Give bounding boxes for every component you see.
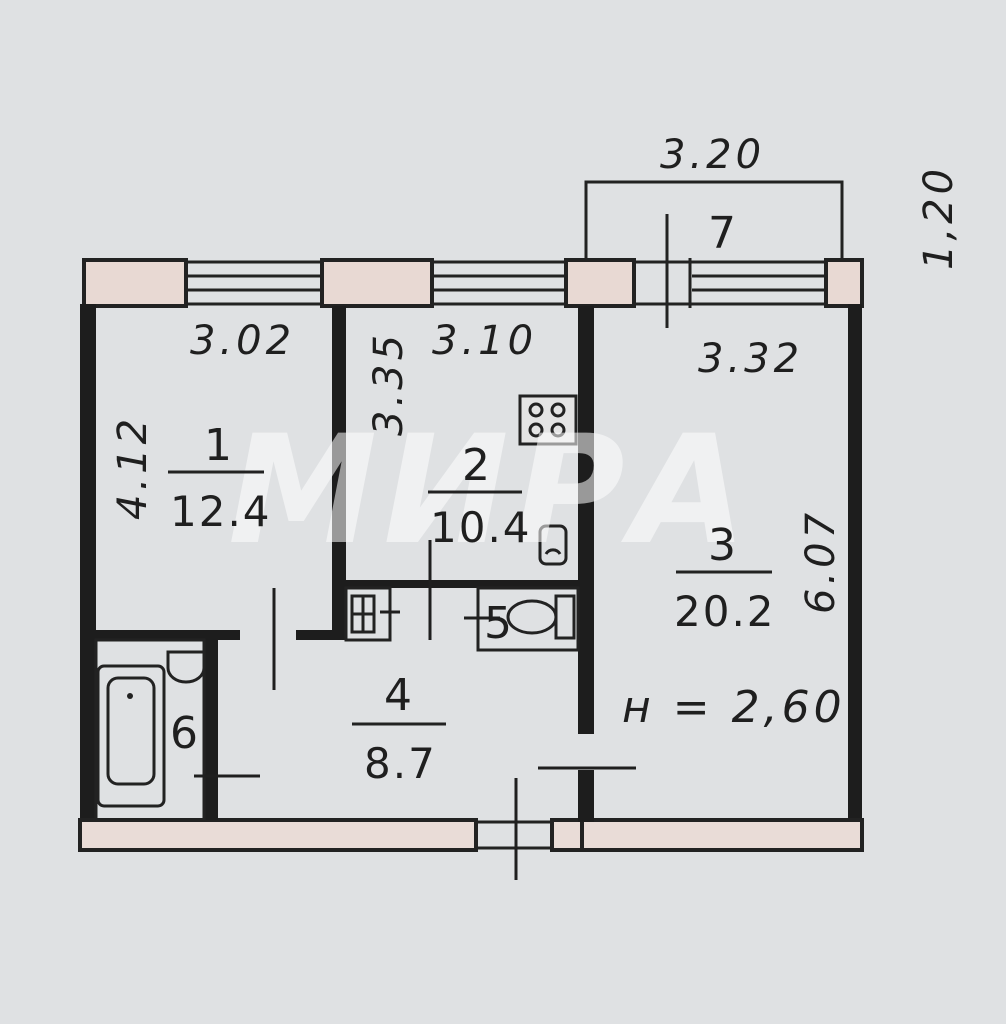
balcony: [584, 180, 844, 328]
sink-icon: [538, 524, 568, 566]
room-number: 1: [204, 420, 232, 471]
wall-pier: [320, 258, 434, 308]
room1-width-label: 3.02: [190, 318, 295, 364]
balcony-door: [634, 260, 826, 306]
room3-length-label: 6.07: [798, 509, 844, 614]
outer-walls: [78, 258, 864, 852]
room2-width-label: 3.10: [432, 318, 537, 364]
room-number: 5: [484, 598, 512, 649]
door-markers: [194, 540, 636, 880]
room-area: 10.4: [430, 503, 532, 552]
room-number: 3: [708, 520, 736, 571]
room-number: 6: [170, 708, 198, 759]
wall-pier: [824, 258, 864, 308]
wall-pier: [82, 258, 188, 308]
room-area: 8.7: [364, 739, 437, 788]
toilet-icon: [506, 594, 576, 640]
washbasin-icon: [166, 650, 206, 684]
ceiling-height-label: н = 2,60: [622, 682, 846, 733]
room-number: 7: [708, 208, 736, 259]
room3-width-label: 3.32: [698, 336, 803, 382]
bathtub-icon: [96, 664, 166, 808]
room1-length-label: 4.12: [110, 415, 156, 520]
room-area: 12.4: [170, 487, 272, 536]
fixtures: [96, 394, 578, 808]
balcony-width-label: 3.20: [660, 132, 765, 178]
window: [186, 260, 322, 306]
room-number: 2: [462, 440, 490, 491]
room-number: 4: [384, 670, 412, 721]
room2-length-label: 3.35: [366, 331, 412, 436]
balcony-depth-label: 1,20: [916, 165, 962, 270]
window: [432, 260, 566, 306]
utility-shaft-icon: [350, 594, 376, 634]
wall-pier: [564, 258, 636, 308]
room-area: 20.2: [674, 587, 776, 636]
stove-icon: [518, 394, 578, 446]
